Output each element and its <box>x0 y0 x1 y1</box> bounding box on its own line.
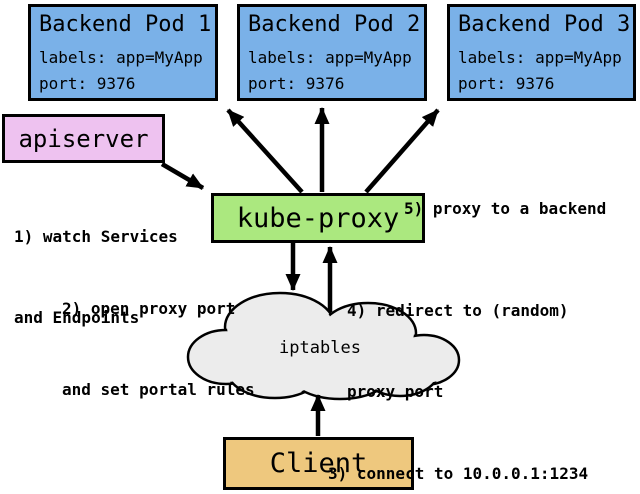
step-4-line-1: 4) redirect to (random) <box>347 301 569 320</box>
backend-pod-1-box: Backend Pod 1 labels: app=MyApp port: 93… <box>28 4 218 101</box>
backend-pod-2-labels: labels: app=MyApp <box>248 48 412 67</box>
backend-pod-1-port: port: 9376 <box>39 74 136 93</box>
apiserver-box: apiserver <box>2 114 165 163</box>
backend-pod-3-labels: labels: app=MyApp <box>458 48 622 67</box>
step-1-label: 1) watch Services and Endpoints <box>14 169 178 385</box>
step-1-line-1: 1) watch Services <box>14 227 178 246</box>
backend-pod-2-box: Backend Pod 2 labels: app=MyApp port: 93… <box>237 4 427 101</box>
step-2-line-2: and set portal rules <box>62 380 255 399</box>
backend-pod-3-title: Backend Pod 3 <box>458 12 631 37</box>
step-2-label: 2) open proxy port and set portal rules <box>62 241 255 457</box>
backend-pod-2-port: port: 9376 <box>248 74 345 93</box>
kube-proxy-box: kube-proxy <box>211 193 425 243</box>
arrow-kube-proxy-to-pod1 <box>226 108 304 194</box>
step-5-label: 5) proxy to a backend <box>404 141 606 276</box>
backend-pod-1-labels: labels: app=MyApp <box>39 48 203 67</box>
backend-pod-3-port: port: 9376 <box>458 74 555 93</box>
step-3-label: 3) connect to 10.0.0.1:1234 <box>328 406 588 494</box>
step-1-line-2: and Endpoints <box>14 308 140 327</box>
backend-pod-3-box: Backend Pod 3 labels: app=MyApp port: 93… <box>447 4 636 101</box>
client-box: Client <box>223 437 414 490</box>
step-2-line-1: 2) open proxy port <box>62 299 236 318</box>
backend-pod-1-title: Backend Pod 1 <box>39 12 212 37</box>
step-5-line-1: 5) proxy to a backend <box>404 199 607 218</box>
backend-pod-2-title: Backend Pod 2 <box>248 12 421 37</box>
step-4-line-2: proxy port <box>347 382 444 401</box>
step-3-line-1: 3) connect to 10.0.0.1:1234 <box>328 464 589 483</box>
